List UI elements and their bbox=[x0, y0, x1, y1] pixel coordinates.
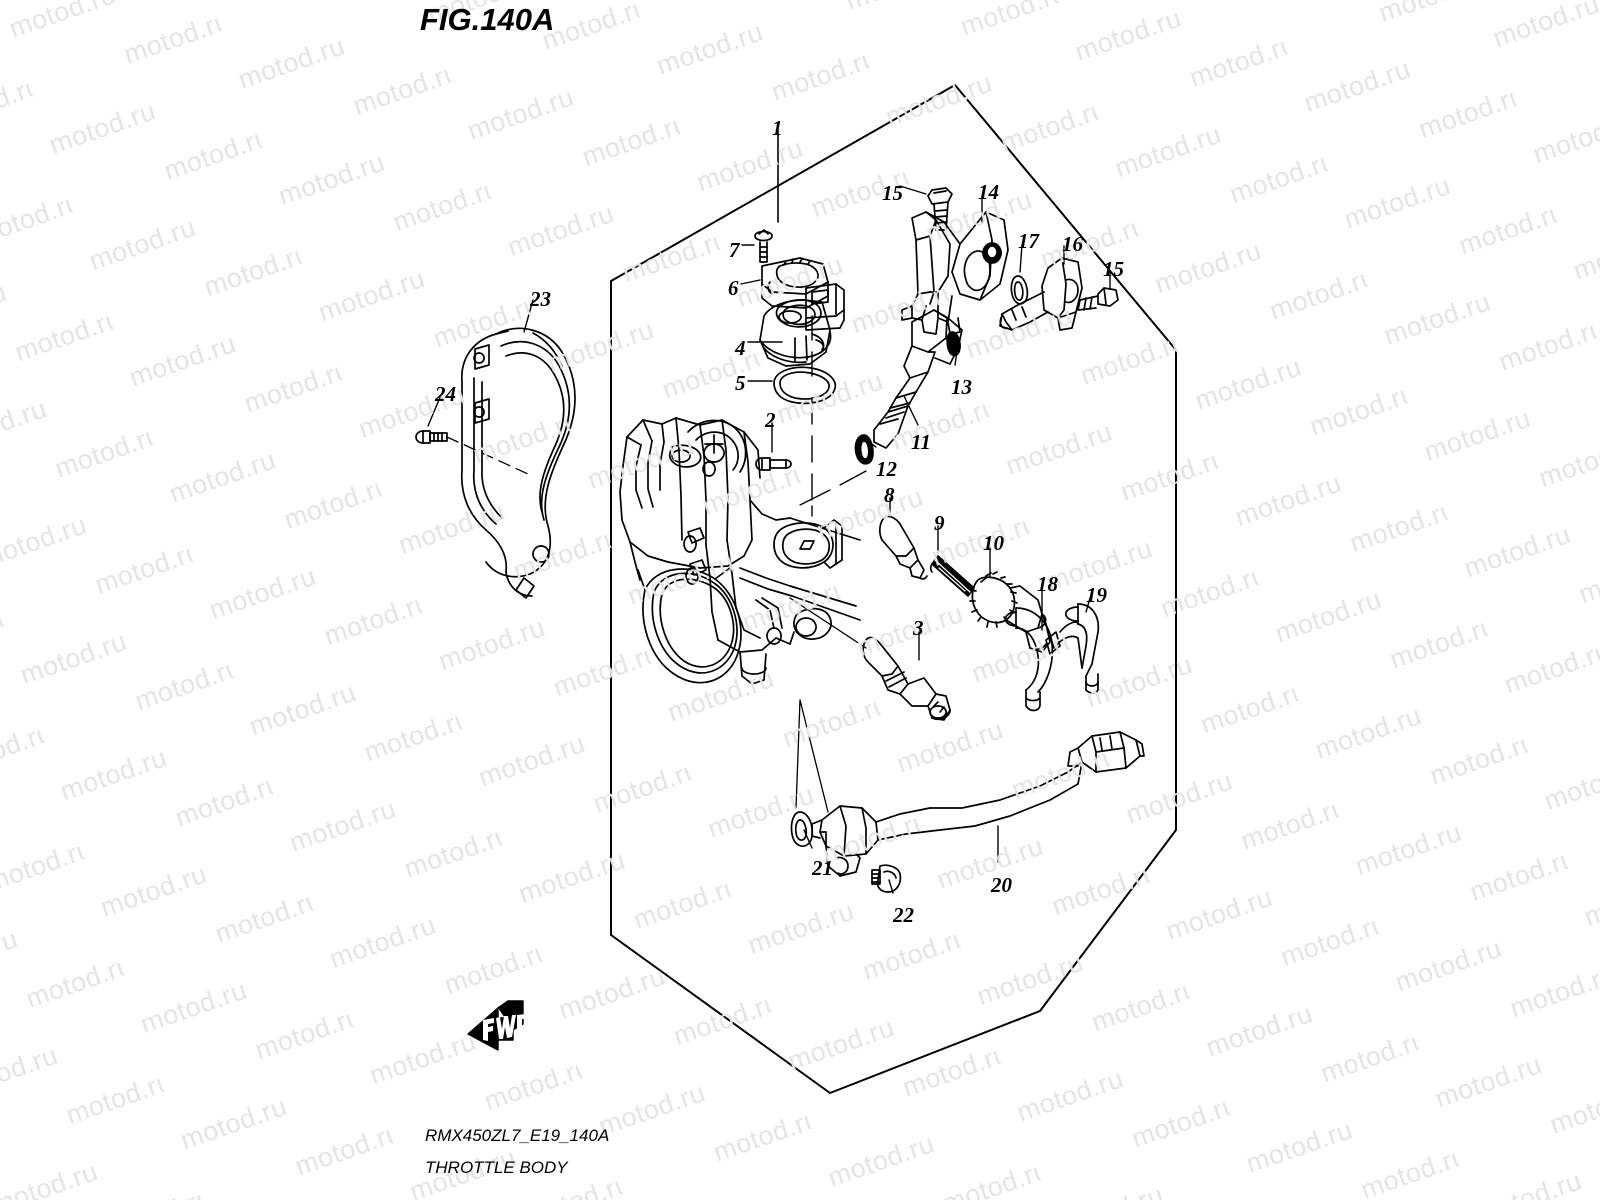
figure-title: FIG.140A bbox=[420, 2, 555, 37]
figure-caption-name: THROTTLE BODY bbox=[425, 1158, 568, 1177]
callout-16: 16 bbox=[1062, 232, 1083, 256]
callout-18: 18 bbox=[1037, 572, 1058, 596]
callout-20: 20 bbox=[991, 873, 1012, 897]
callout-3: 3 bbox=[913, 616, 924, 640]
callout-10: 10 bbox=[983, 531, 1004, 555]
callout-22: 22 bbox=[893, 903, 914, 927]
callout-19: 19 bbox=[1086, 583, 1107, 607]
callout-24: 24 bbox=[435, 382, 456, 406]
callout-13: 13 bbox=[951, 375, 972, 399]
callout-9: 9 bbox=[934, 511, 945, 535]
callout-8: 8 bbox=[884, 483, 895, 507]
callout-4: 4 bbox=[735, 336, 746, 360]
callout-15-left: 15 bbox=[882, 181, 903, 205]
callout-5: 5 bbox=[735, 371, 746, 395]
figure-caption-code: RMX450ZL7_E19_140A bbox=[425, 1126, 610, 1145]
callout-11: 11 bbox=[911, 430, 931, 454]
callout-15-right: 15 bbox=[1103, 257, 1124, 281]
callout-23: 23 bbox=[530, 287, 551, 311]
callout-14: 14 bbox=[978, 180, 999, 204]
callout-21: 21 bbox=[812, 856, 833, 880]
callout-2: 2 bbox=[765, 408, 776, 432]
callout-1: 1 bbox=[772, 116, 783, 140]
callout-7: 7 bbox=[729, 238, 740, 262]
callout-6: 6 bbox=[728, 276, 739, 300]
callout-12: 12 bbox=[876, 457, 897, 481]
callout-17: 17 bbox=[1018, 229, 1039, 253]
